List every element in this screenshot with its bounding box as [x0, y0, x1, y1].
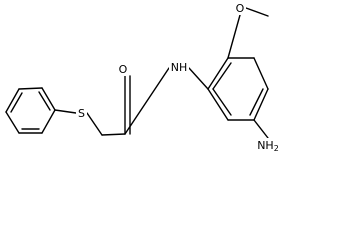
bond-ph-inner-2 [38, 91, 51, 111]
bond-ar-inner-2 [249, 88, 264, 116]
bond-ph-1 [5, 88, 20, 113]
atom-o-carbonyl: O [117, 63, 129, 76]
atom-o-methoxy: O [234, 2, 246, 15]
bond-s-ch2 [86, 112, 103, 136]
bond-ph-6 [5, 111, 20, 134]
atom-nh-amide: NH [169, 61, 189, 74]
bond-o-me [245, 7, 269, 17]
bond-ar-1 [207, 57, 229, 90]
bond-ph-2 [18, 87, 43, 90]
bond-ar-nh2 [253, 119, 269, 139]
atom-nh-amide-label: NH [171, 61, 188, 74]
bond-co-nh [124, 67, 170, 135]
bond-ar-3 [253, 57, 269, 90]
atom-o-carbonyl-label: O [119, 63, 128, 76]
bond-ar-ome [227, 14, 241, 59]
atom-s-label: S [78, 107, 85, 120]
atom-label-layer: O O S NH NH2 [76, 2, 282, 153]
bond-ar-6 [207, 88, 229, 121]
atom-o-methoxy-label: O [236, 2, 245, 15]
atom-nh2-amino: NH2 [254, 138, 282, 153]
bond-ph-3 [41, 87, 56, 111]
bond-ph-s [54, 109, 77, 114]
atom-s: S [76, 107, 87, 120]
bond-ch2-co [101, 133, 126, 136]
bond-nh-ar [188, 67, 209, 90]
structure-diagram: O O S NH NH2 [5, 2, 282, 153]
bond-ar-4 [253, 88, 269, 121]
bond-ar-inner-3 [212, 88, 232, 116]
bond-ar-inner-1 [212, 62, 232, 90]
bond-ph-inner-1 [10, 92, 23, 113]
bond-ph-4 [41, 109, 56, 134]
bond-layer [5, 7, 269, 139]
atom-nh2-amino-label: NH2 [257, 139, 279, 153]
